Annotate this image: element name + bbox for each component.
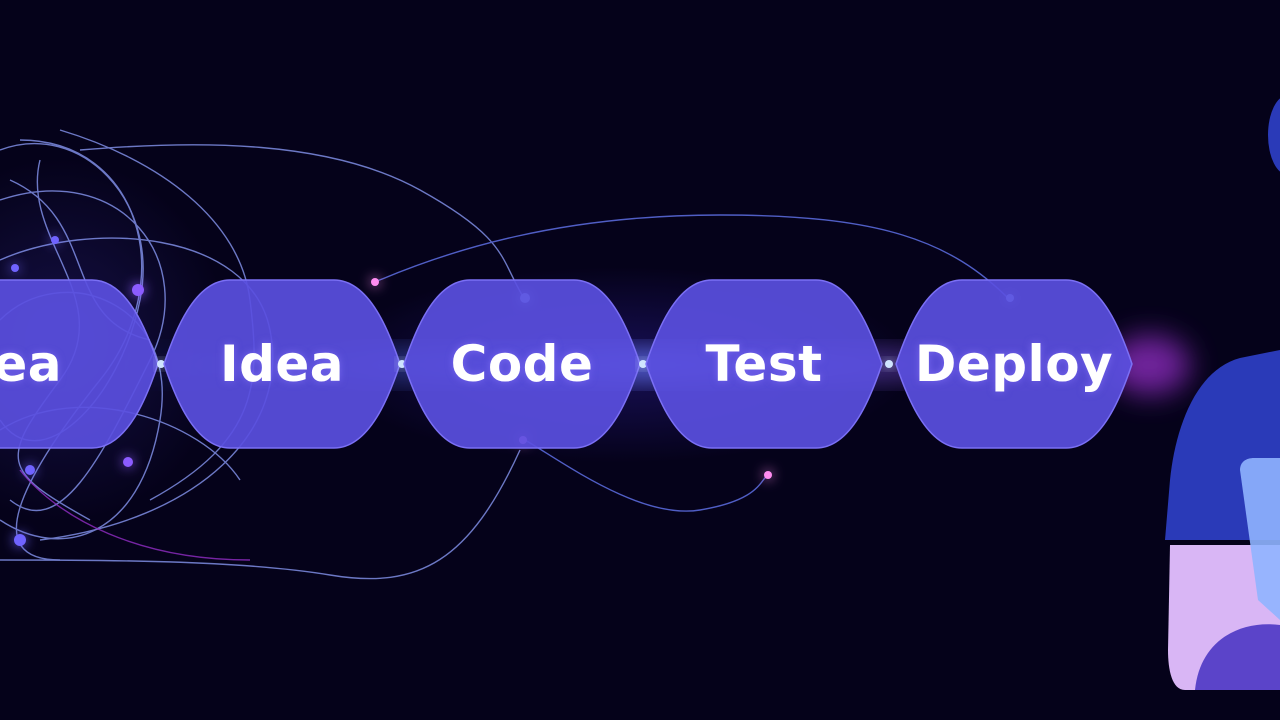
sparkle-dot [123,457,133,467]
stage-label-idea-partial: Idea [0,335,63,393]
person-leg [1195,624,1280,690]
pipeline-nodes [0,279,1133,449]
sparkle-dot [51,236,59,244]
stage-label-deploy: Deploy [914,335,1114,393]
stage-label-code: Code [450,335,594,393]
sparkle-dot [14,534,26,546]
stage-label-idea: Idea [219,335,345,393]
sparkle-dot [11,264,19,272]
end-glow [1110,335,1190,395]
node-connector-dot [885,360,893,368]
pipeline-node [895,279,1133,449]
sparkle-dot [132,284,144,296]
sparkle-dot [25,465,35,475]
sparkle-dot [371,278,379,286]
node-connector-dot [639,360,647,368]
person-with-laptop-icon [1165,98,1280,690]
person-head [1268,98,1280,172]
laptop-screen [1240,458,1280,620]
sparkle-dot [764,471,772,479]
node-connector-dot [157,360,165,368]
pipeline-node [645,279,883,449]
stage-label-test: Test [705,335,823,393]
